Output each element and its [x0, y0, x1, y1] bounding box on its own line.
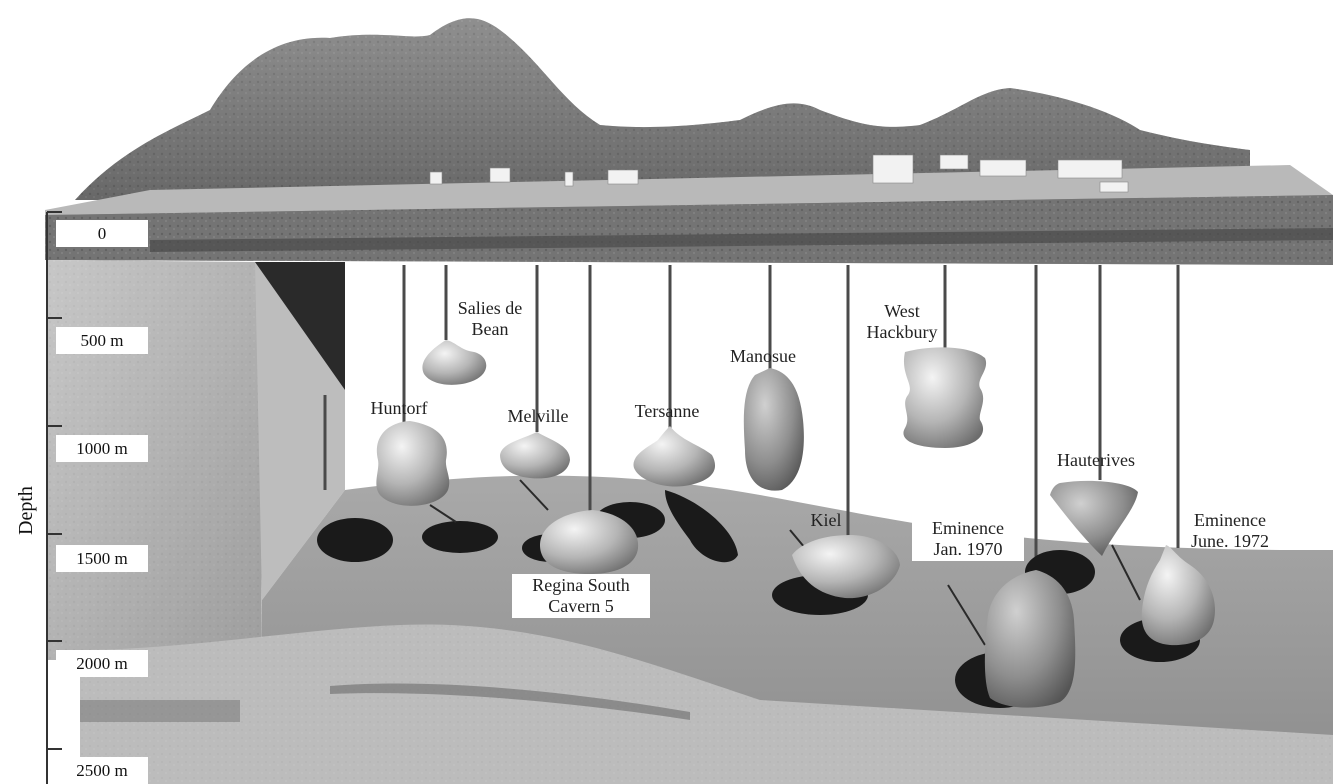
depth-tick-2500: 2500 m	[56, 757, 148, 784]
label-kiel: Kiel	[800, 510, 852, 531]
surface-landscape	[45, 18, 1333, 215]
depth-tick-0: 0	[56, 220, 148, 247]
label-huntorf: Huntorf	[360, 398, 438, 419]
cavern-west-hackbury	[903, 347, 986, 448]
label-manosue: Manosue	[718, 346, 808, 367]
depth-tick-1500: 1500 m	[56, 545, 148, 572]
label-tersanne: Tersanne	[624, 401, 710, 422]
label-hauterives: Hauterives	[1046, 450, 1146, 471]
label-melville: Melville	[496, 406, 580, 427]
depth-axis-title: Depth	[11, 495, 41, 535]
cavern-huntorf	[376, 421, 449, 506]
depth-tick-1000: 1000 m	[56, 435, 148, 462]
depth-tick-500: 500 m	[56, 327, 148, 354]
depth-tick-2000: 2000 m	[56, 650, 148, 677]
